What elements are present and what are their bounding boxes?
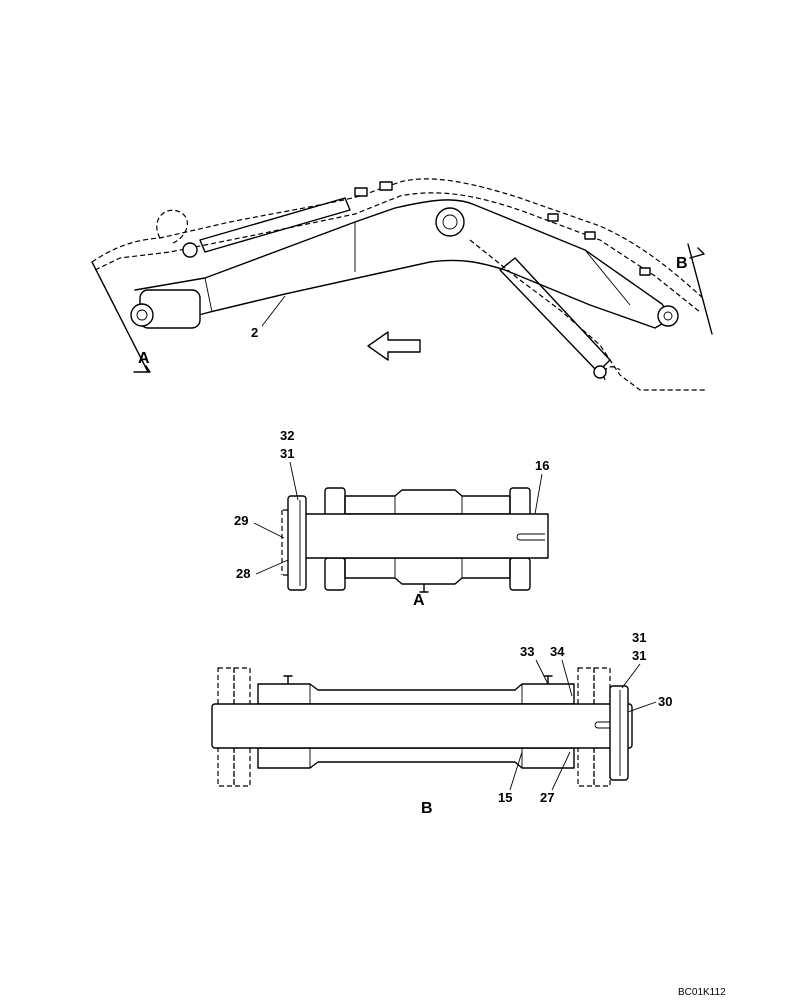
boom-side-view: A B 2 xyxy=(91,178,713,391)
leader-31-b xyxy=(621,663,641,689)
drawing-code: BC01K112 xyxy=(678,987,726,998)
view-a-section: 32 31 16 29 28 A xyxy=(234,428,549,609)
arm-pivot-boss xyxy=(435,207,465,237)
section-marker-b: B xyxy=(676,255,688,272)
callout-15: 15 xyxy=(498,790,512,805)
leader-15 xyxy=(509,751,523,791)
view-b-grease-nipple-2 xyxy=(543,675,553,685)
leader-16 xyxy=(534,473,543,515)
hose-loop-left xyxy=(156,209,188,245)
view-b-title: B xyxy=(421,800,433,817)
section-line-b xyxy=(687,243,713,335)
callout-30: 30 xyxy=(658,694,672,709)
view-direction-arrow xyxy=(367,331,421,361)
callout-31-b1: 31 xyxy=(632,630,646,645)
hose-outline-upper xyxy=(91,178,706,301)
view-b-end-plate xyxy=(609,685,629,781)
label-part-2: 2 xyxy=(251,325,258,340)
section-line-a xyxy=(91,261,149,373)
callout-33: 33 xyxy=(520,644,534,659)
callout-32: 32 xyxy=(280,428,294,443)
view-a-left-boss-bottom xyxy=(324,557,346,591)
boom-bottom-edge xyxy=(209,261,431,313)
leader-31-a xyxy=(289,461,299,501)
boom-tip-pin-inner xyxy=(663,311,673,321)
view-b-section: 33 34 31 31 30 15 27 B xyxy=(211,630,672,817)
view-a-pin-hole xyxy=(516,533,545,541)
view-b-pin-shaft xyxy=(211,703,633,749)
boom-foot-pin-inner xyxy=(136,309,148,321)
arm-cylinder-end xyxy=(593,365,607,379)
boom-foot-pin xyxy=(130,303,154,327)
boom-cylinder xyxy=(199,197,351,253)
view-b-grease-nipple-1 xyxy=(283,675,293,685)
view-a-right-boss-bottom xyxy=(509,557,531,591)
section-marker-a: A xyxy=(138,350,150,367)
callout-27: 27 xyxy=(540,790,554,805)
view-a-left-boss-top xyxy=(324,487,346,517)
arm-pivot-boss-inner xyxy=(442,214,458,230)
section-arrow-a xyxy=(133,365,151,373)
leader-27 xyxy=(551,751,571,791)
boom-cylinder-rod-end xyxy=(182,242,198,258)
leader-34 xyxy=(561,659,573,697)
view-b-housing-bottom xyxy=(257,747,575,769)
boom-tip-pin xyxy=(657,305,679,327)
callout-16: 16 xyxy=(535,458,549,473)
boom-seam-3 xyxy=(204,277,213,313)
callout-34: 34 xyxy=(550,644,565,659)
arm-cylinder xyxy=(499,257,611,373)
callout-28: 28 xyxy=(236,566,250,581)
view-b-housing-top xyxy=(257,683,575,705)
arm-end-outline xyxy=(603,366,621,381)
callout-29: 29 xyxy=(234,513,248,528)
leader-30 xyxy=(627,701,657,713)
leader-part-2 xyxy=(261,295,286,327)
boom-body xyxy=(134,199,673,329)
view-a-housing-top xyxy=(344,489,511,515)
section-arrow-b xyxy=(689,247,705,259)
callout-31-b2: 31 xyxy=(632,648,646,663)
view-a-end-plate xyxy=(287,495,307,591)
bucket-cylinder-outline xyxy=(469,239,705,391)
view-a-housing-bottom xyxy=(344,557,511,585)
view-a-title: A xyxy=(413,592,425,609)
hose-clamps xyxy=(354,181,651,276)
callout-31-a: 31 xyxy=(280,446,294,461)
boom-seam-2 xyxy=(584,249,631,306)
leader-29 xyxy=(253,522,285,539)
view-a-grease-nipple xyxy=(419,583,429,593)
leader-28 xyxy=(255,559,289,575)
leader-33 xyxy=(535,659,549,685)
hose-outline-lower xyxy=(94,192,701,313)
view-a-pin-shaft xyxy=(297,513,549,559)
view-a-bolt xyxy=(281,509,288,576)
view-a-right-boss-top xyxy=(509,487,531,517)
